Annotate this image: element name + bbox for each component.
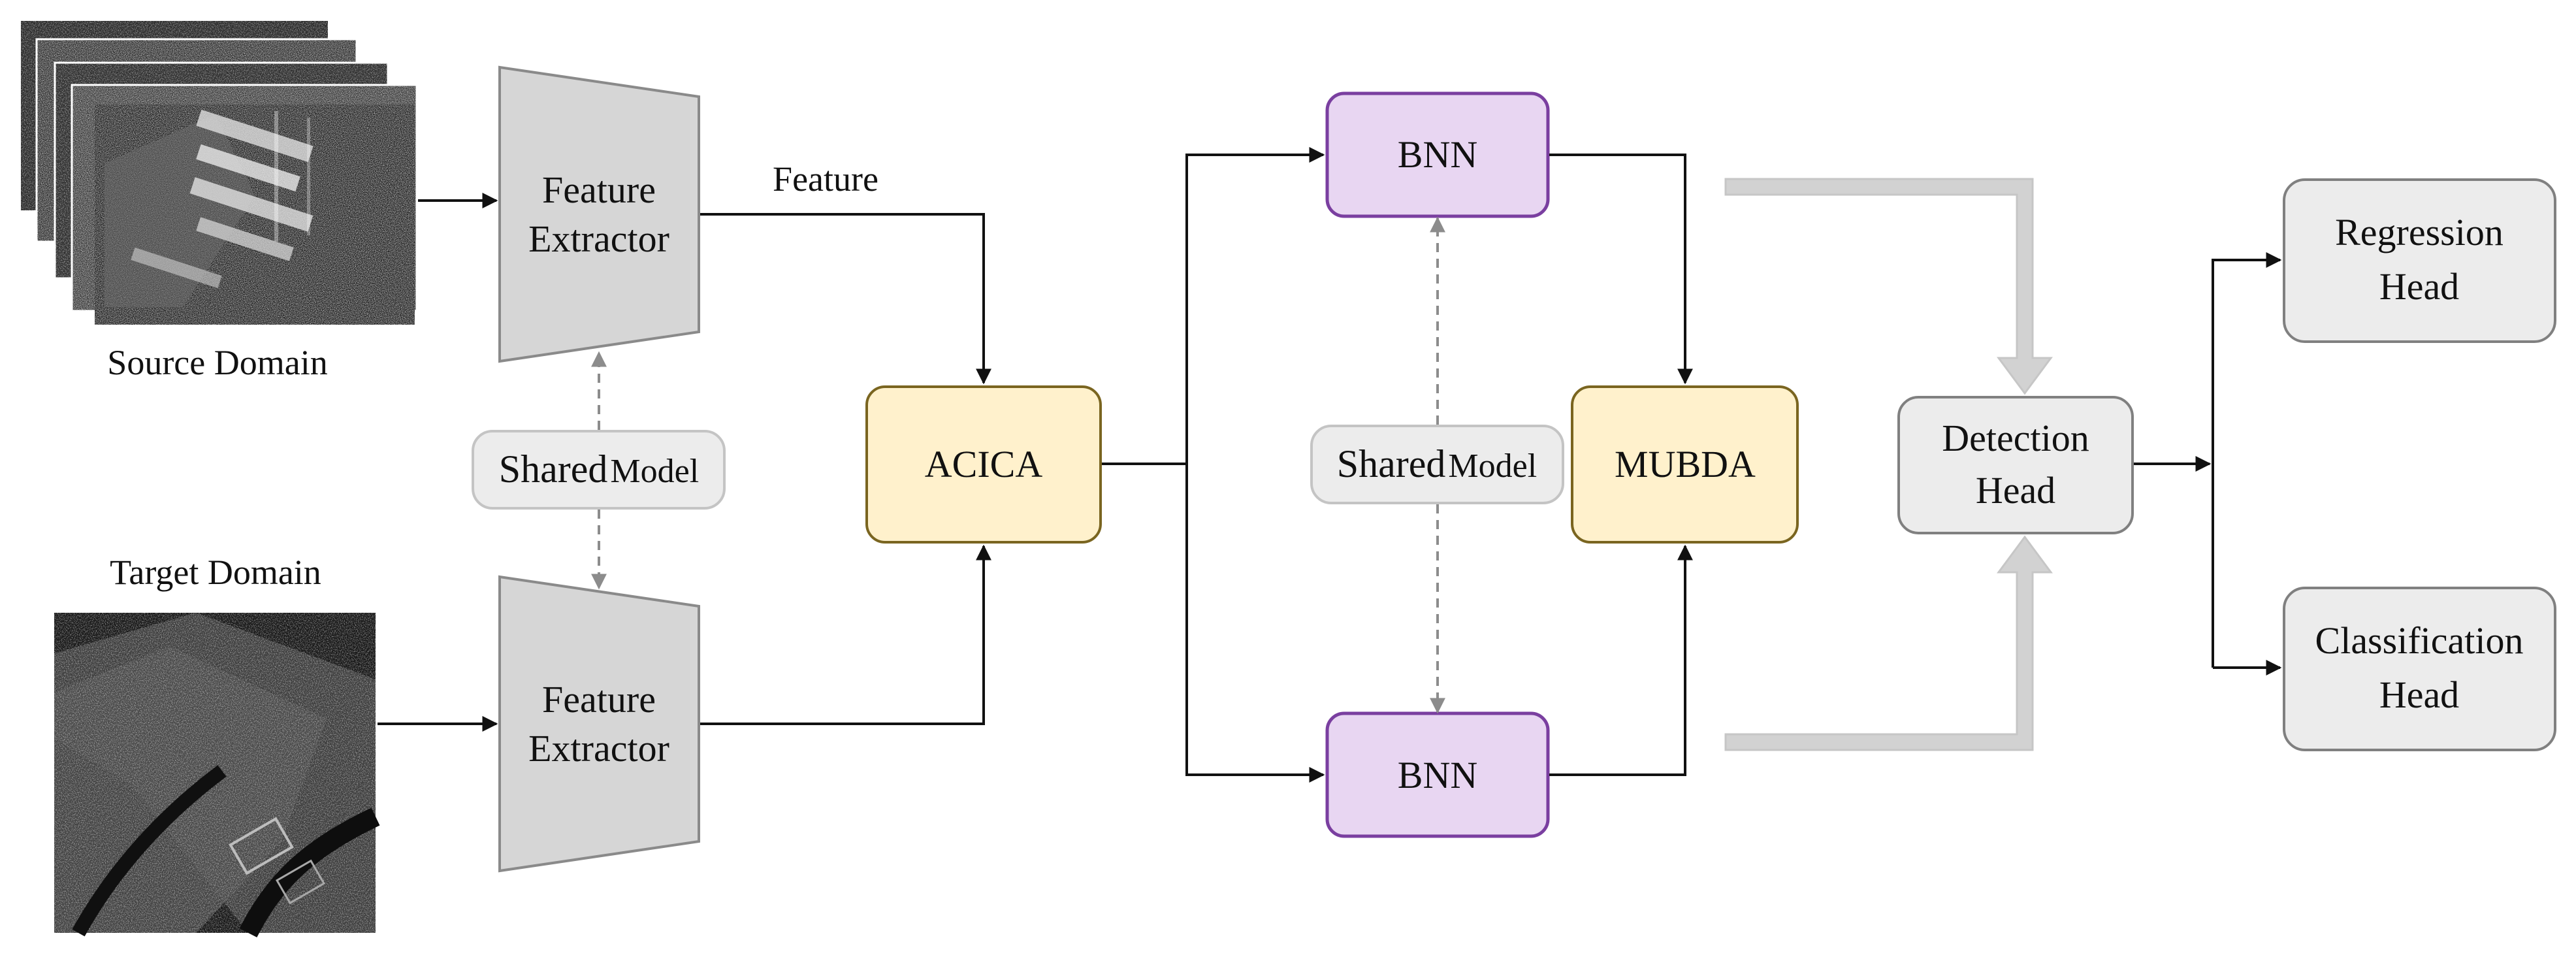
svg-text:ACICA: ACICA [925, 443, 1043, 485]
svg-text:Classification: Classification [2315, 619, 2524, 662]
svg-text:Extractor: Extractor [528, 218, 669, 260]
mubda-box: MUBDA [1571, 385, 1799, 544]
arrow-to-bnn-top [1185, 147, 1325, 464]
gray-arrow-top [1724, 178, 2053, 395]
svg-text:Head: Head [2379, 674, 2459, 716]
target-domain-image [54, 613, 380, 937]
arrow-to-regression-head [2212, 252, 2282, 668]
svg-text:Feature: Feature [542, 678, 656, 721]
svg-text:Extractor: Extractor [528, 727, 669, 770]
bnn-bottom-box: BNN [1325, 711, 1550, 838]
target-domain-label: Target Domain [110, 553, 321, 592]
arrow-extractor-bottom-to-acica [700, 544, 991, 725]
svg-text:Head: Head [2379, 265, 2459, 308]
bnn-top-box: BNN [1325, 91, 1550, 218]
svg-text:Regression: Regression [2335, 211, 2504, 253]
svg-text:Shared Model: Shared Model [499, 447, 699, 491]
feature-extractor-top: Feature Extractor [498, 65, 700, 363]
svg-text:Head: Head [1976, 469, 2055, 512]
gray-arrow-bottom [1724, 535, 2053, 751]
source-domain-label: Source Domain [107, 343, 327, 382]
feature-label: Feature [773, 159, 878, 199]
sar-source-image [95, 105, 415, 325]
arrow-to-bnn-bottom [1185, 464, 1325, 783]
detection-head-box: Detection Head [1897, 396, 2134, 534]
acica-box: ACICA [865, 385, 1102, 544]
svg-text:BNN: BNN [1398, 754, 1477, 796]
shared-model-left: Shared Model [472, 430, 726, 510]
svg-text:MUBDA: MUBDA [1615, 443, 1756, 485]
source-domain-image-stack [21, 21, 418, 325]
arrow-feature-to-acica [700, 213, 991, 385]
regression-head-box: Regression Head [2283, 178, 2556, 343]
svg-text:BNN: BNN [1398, 133, 1477, 176]
svg-text:Shared Model: Shared Model [1337, 442, 1537, 485]
arrow-bnn-top-to-mubda [1549, 154, 1693, 385]
arrow-bnn-bottom-to-mubda [1549, 544, 1693, 776]
feature-extractor-bottom: Feature Extractor [498, 575, 700, 873]
shared-model-right: Shared Model [1310, 425, 1564, 504]
svg-text:Detection: Detection [1942, 417, 2089, 459]
svg-text:Feature: Feature [542, 169, 656, 211]
classification-head-box: Classification Head [2283, 587, 2556, 751]
